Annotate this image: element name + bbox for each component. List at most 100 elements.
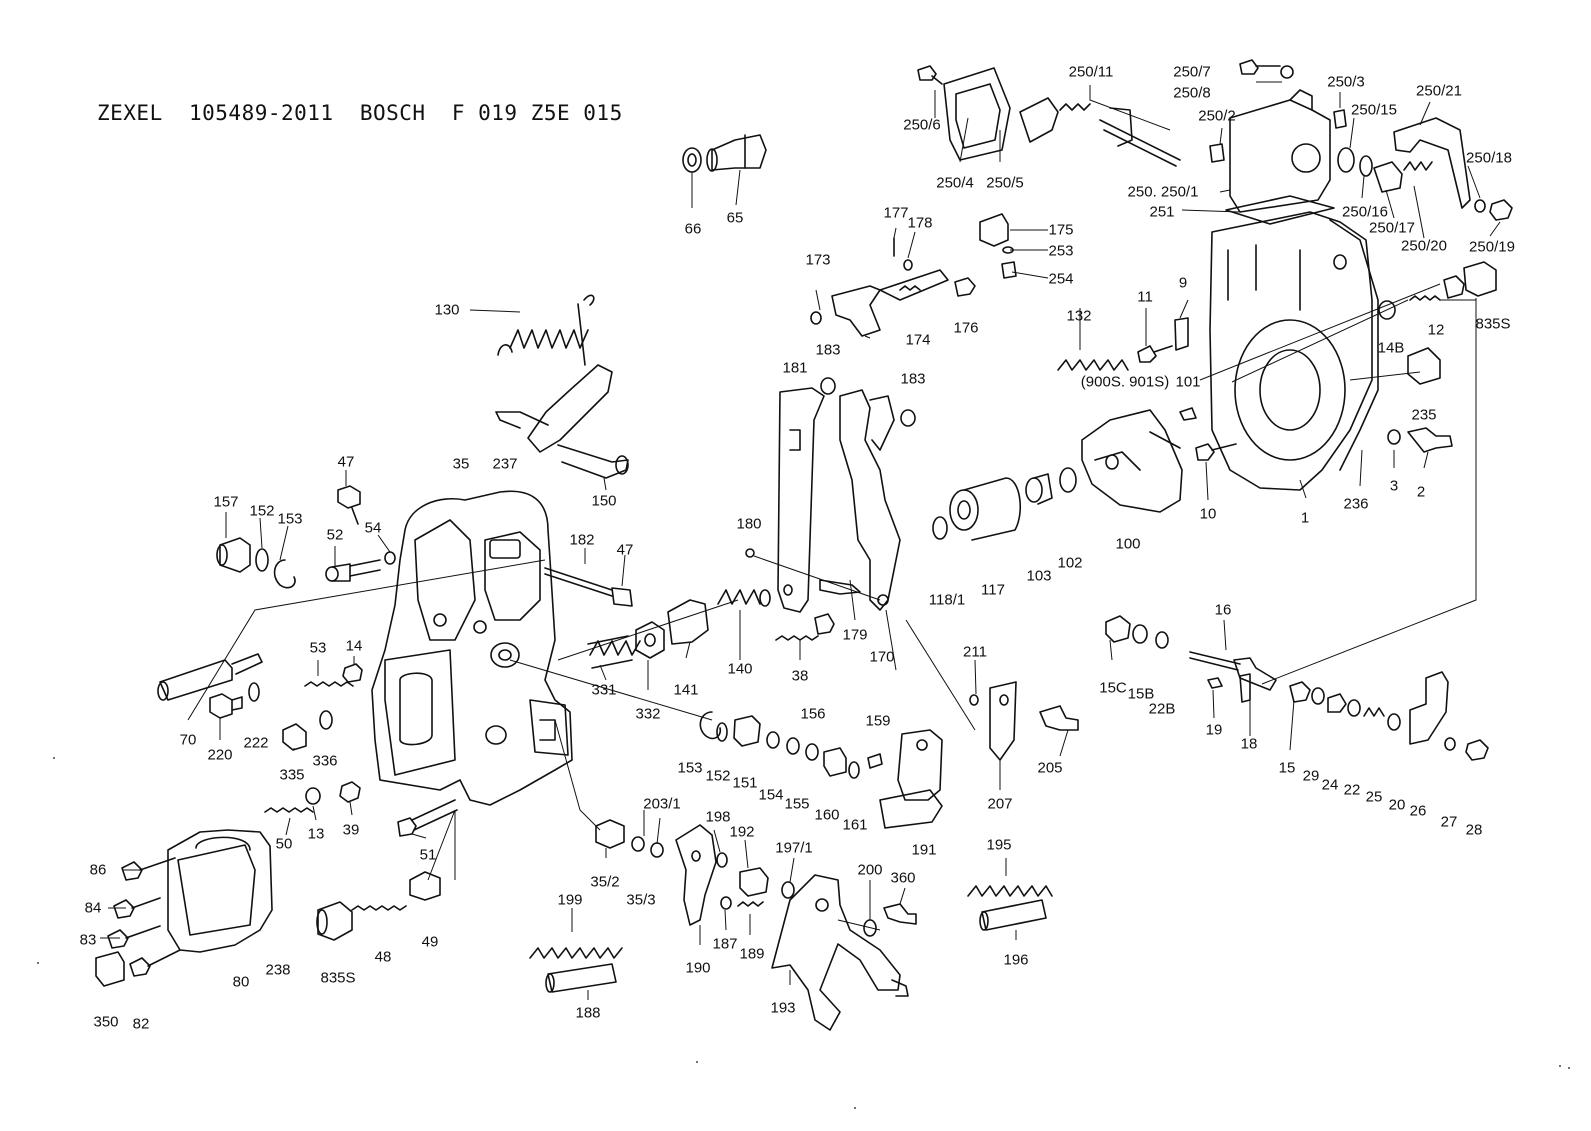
part-label-15: 15 xyxy=(1278,759,1296,777)
part-183b-bush xyxy=(900,409,916,427)
part-label-176: 176 xyxy=(953,319,979,337)
part-83-screw xyxy=(107,925,161,949)
part-250-6-bolt xyxy=(917,65,943,85)
part-label-152: 152 xyxy=(249,502,275,520)
part-48-screw xyxy=(351,905,407,911)
part-label-18: 18 xyxy=(1240,735,1258,753)
part-12-bolt xyxy=(1409,275,1465,301)
part-label-177: 177 xyxy=(883,204,909,222)
part-label-183-b: 183 xyxy=(900,370,926,388)
part-label-205: 205 xyxy=(1037,759,1063,777)
part-label-27: 27 xyxy=(1440,813,1458,831)
part-label-250-2: 250/2 xyxy=(1198,107,1236,125)
part-331-spring xyxy=(587,635,641,669)
part-label-14b: 14B xyxy=(1377,339,1405,357)
part-14-nut xyxy=(342,663,363,683)
part-15c-nut xyxy=(1105,615,1131,643)
part-9-bracket xyxy=(1174,317,1189,351)
part-label-173: 173 xyxy=(805,251,831,269)
part-2-pin xyxy=(1407,427,1453,453)
part-188-tube xyxy=(545,963,617,993)
part-label-14: 14 xyxy=(345,637,363,655)
part-132-spring xyxy=(1057,359,1129,371)
part-117-sleeve xyxy=(949,477,1022,541)
part-label-187: 187 xyxy=(712,935,738,953)
part-159-key xyxy=(867,753,883,769)
part-189-screw xyxy=(737,901,764,907)
part-180-clip xyxy=(745,548,755,558)
part-label-29: 29 xyxy=(1302,767,1320,785)
part-label-236: 236 xyxy=(1343,495,1369,513)
part-label-331: 331 xyxy=(591,681,617,699)
part-label-50: 50 xyxy=(275,835,293,853)
part-250-20-spring xyxy=(1403,161,1433,171)
part-label-188: 188 xyxy=(575,1004,601,1022)
part-26-bracket xyxy=(1409,671,1449,745)
part-52-bolt xyxy=(325,559,381,582)
part-label-156: 156 xyxy=(800,705,826,723)
part-label-335: 335 xyxy=(279,766,305,784)
part-190-lever xyxy=(675,824,717,926)
part-176-bolt xyxy=(954,277,976,297)
part-label-130: 130 xyxy=(434,301,460,319)
part-211-clip xyxy=(969,694,979,706)
part-13-nut xyxy=(305,787,321,805)
part-22b-washer xyxy=(1155,631,1169,649)
part-51-bolt xyxy=(397,799,458,837)
part-label-200: 200 xyxy=(857,861,883,879)
part-205-pin xyxy=(1039,705,1079,731)
part-label-250-7: 250/7 xyxy=(1173,63,1211,81)
part-336-washer xyxy=(319,710,333,730)
part-20-washer xyxy=(1387,713,1401,731)
part-label-80: 80 xyxy=(232,973,250,991)
part-label-191: 191 xyxy=(911,841,937,859)
part-label-153: 153 xyxy=(277,510,303,528)
part-label-3: 3 xyxy=(1389,477,1399,495)
part-label-250-16: 250/16 xyxy=(1342,203,1388,221)
part-38-screw xyxy=(775,613,835,641)
part-250-21-bracket xyxy=(1393,117,1471,209)
part-label-250-15: 250/15 xyxy=(1351,101,1397,119)
part-label-154: 154 xyxy=(758,786,784,804)
part-label-175: 175 xyxy=(1048,221,1074,239)
part-160-bush xyxy=(823,747,847,777)
part-53-screw xyxy=(304,681,354,687)
part-label-151: 151 xyxy=(732,774,758,792)
part-label-250-18: 250/18 xyxy=(1466,149,1512,167)
part-157-plug xyxy=(216,537,251,573)
part-66-washer xyxy=(682,147,702,173)
part-label-155: 155 xyxy=(784,795,810,813)
part-label-35-3: 35/3 xyxy=(626,891,656,909)
diagram-title: ZEXEL 105489-2011 BOSCH F 019 Z5E 015 xyxy=(97,101,623,125)
part-label-207: 207 xyxy=(987,795,1013,813)
part-251-gasket xyxy=(1225,195,1335,225)
part-label-25: 25 xyxy=(1365,788,1383,806)
part-47-nut xyxy=(337,485,361,525)
part-label-10: 10 xyxy=(1199,505,1217,523)
part-label-174: 174 xyxy=(905,331,931,349)
part-835s-plug xyxy=(316,901,353,941)
part-195-spring xyxy=(967,885,1053,897)
part-16-shaft xyxy=(1189,651,1277,691)
part-label-199: 199 xyxy=(557,891,583,909)
part-175-block xyxy=(979,213,1009,247)
part-35-3-washer xyxy=(631,836,645,852)
part-label-48: 48 xyxy=(374,948,392,966)
part-198-washer xyxy=(716,852,728,868)
part-label-47: 47 xyxy=(337,453,355,471)
part-235-cap xyxy=(1407,347,1441,385)
part-label-39: 39 xyxy=(342,821,360,839)
part-label-82: 82 xyxy=(132,1015,150,1033)
part-label-250-8: 250/8 xyxy=(1173,84,1211,102)
part-label-102: 102 xyxy=(1057,554,1083,572)
part-label-222: 222 xyxy=(243,734,269,752)
part-label-51: 51 xyxy=(419,846,437,864)
part-label-179: 179 xyxy=(842,626,868,644)
part-179-pin xyxy=(819,579,861,595)
part-label-350: 350 xyxy=(93,1013,119,1031)
part-250-governor-housing-cover xyxy=(1229,89,1331,213)
part-label-235: 235 xyxy=(1411,406,1437,424)
part-250-15-washer xyxy=(1337,147,1355,173)
part-label-189: 189 xyxy=(739,945,765,963)
part-207-link xyxy=(989,681,1017,761)
